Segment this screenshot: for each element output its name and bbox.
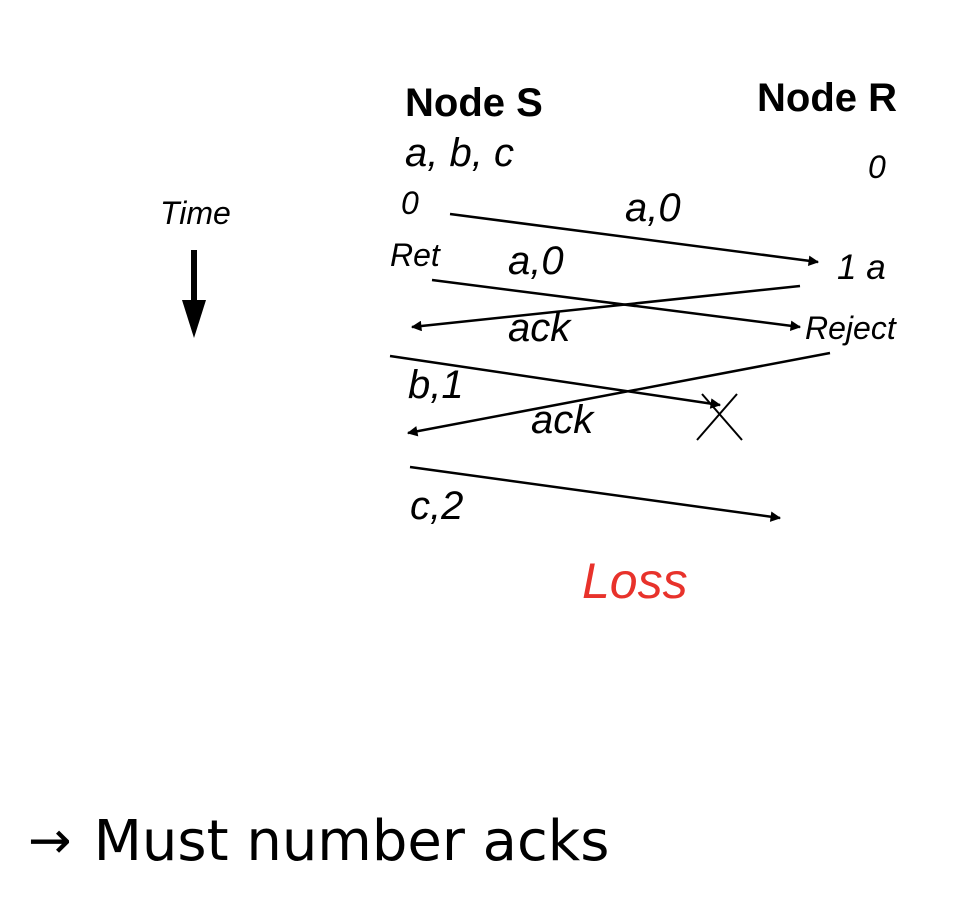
frame-c2-label: c,2 bbox=[410, 484, 463, 528]
ack2-arrow bbox=[406, 351, 831, 437]
frame-c2-arrow bbox=[409, 465, 782, 522]
ack1-label: ack bbox=[508, 306, 572, 350]
receiver-title: Node R bbox=[757, 76, 897, 120]
right-arrow-icon: → bbox=[28, 811, 72, 871]
frame-a0-label: a,0 bbox=[625, 186, 681, 230]
frame-b1-arrow bbox=[389, 354, 722, 409]
frame-a0-retransmit-label: a,0 bbox=[508, 239, 564, 283]
frame-a0-arrow bbox=[449, 212, 820, 266]
sender-seq-start: 0 bbox=[401, 185, 419, 221]
ack1-arrow bbox=[410, 284, 801, 332]
sender-queue: a, b, c bbox=[405, 131, 514, 175]
frame-b1-label: b,1 bbox=[408, 363, 464, 407]
ack2-label: ack bbox=[531, 398, 595, 442]
frame-a0-retransmit-arrow bbox=[431, 278, 802, 332]
conclusion-line: → Must number acks bbox=[28, 806, 609, 876]
sender-title: Node S bbox=[405, 81, 543, 125]
conclusion-text: Must number acks bbox=[93, 808, 610, 874]
receiver-deliver: 1 a bbox=[837, 248, 886, 287]
loss-label: Loss bbox=[582, 553, 688, 609]
time-label: Time bbox=[160, 195, 231, 231]
frame-loss-cross-icon bbox=[696, 393, 743, 441]
receiver-seq-start: 0 bbox=[868, 149, 886, 185]
receiver-reject: Reject bbox=[805, 310, 897, 346]
time-arrow-icon bbox=[182, 250, 206, 338]
sender-retransmit: Ret bbox=[390, 237, 441, 273]
